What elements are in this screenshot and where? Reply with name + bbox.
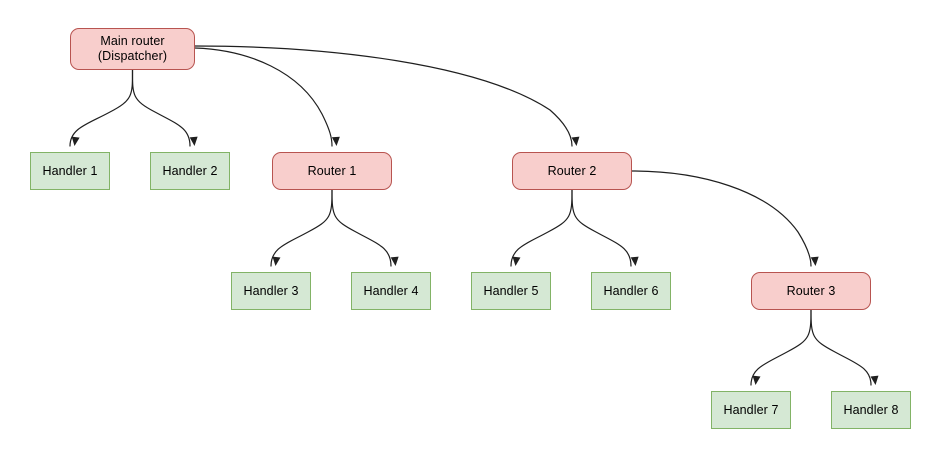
arrowhead-router-1-to-handler-4: [390, 256, 399, 266]
node-label-handler-5: Handler 5: [483, 283, 539, 298]
node-handler-7[interactable]: Handler 7: [711, 391, 791, 429]
edges-group: [69, 45, 872, 386]
arrowhead-router-1-to-handler-3: [272, 256, 281, 266]
node-handler-4[interactable]: Handler 4: [351, 272, 431, 310]
node-main-router[interactable]: Main router (Dispatcher): [70, 28, 195, 70]
edge-router-3-to-handler-7: [750, 309, 812, 386]
node-router-2[interactable]: Router 2: [512, 152, 632, 190]
node-handler-3[interactable]: Handler 3: [231, 272, 311, 310]
arrowhead-router-3-to-handler-7: [752, 375, 761, 385]
node-handler-8[interactable]: Handler 8: [831, 391, 911, 429]
node-handler-5[interactable]: Handler 5: [471, 272, 551, 310]
arrowhead-main-router-to-handler-1: [71, 136, 80, 146]
node-label-router-2: Router 2: [547, 163, 597, 178]
node-handler-2[interactable]: Handler 2: [150, 152, 230, 190]
arrowhead-router-2-to-handler-5: [512, 256, 521, 266]
edge-router-3-to-handler-8: [810, 309, 872, 386]
node-label-handler-3: Handler 3: [243, 283, 299, 298]
edge-main-router-to-handler-2: [131, 69, 191, 147]
node-label-main-router: Main router (Dispatcher): [97, 34, 168, 63]
node-label-handler-1: Handler 1: [42, 163, 98, 178]
edge-router-1-to-handler-3: [270, 189, 333, 267]
arrowhead-main-router-to-router-2: [571, 136, 580, 146]
node-label-handler-8: Handler 8: [843, 402, 899, 417]
edge-router-2-to-router-3: [631, 170, 812, 267]
node-label-handler-6: Handler 6: [603, 283, 659, 298]
node-label-router-1: Router 1: [307, 163, 357, 178]
arrowheads-group: [71, 136, 879, 385]
edge-router-2-to-handler-6: [571, 189, 632, 267]
arrowhead-router-3-to-handler-8: [870, 375, 879, 385]
edge-main-router-to-router-1: [194, 47, 333, 147]
node-handler-1[interactable]: Handler 1: [30, 152, 110, 190]
arrowhead-main-router-to-handler-2: [189, 136, 198, 146]
node-label-handler-7: Handler 7: [723, 402, 779, 417]
node-router-3[interactable]: Router 3: [751, 272, 871, 310]
node-label-handler-2: Handler 2: [162, 163, 218, 178]
edge-router-1-to-handler-4: [331, 189, 392, 267]
edge-router-2-to-handler-5: [510, 189, 573, 267]
edge-main-router-to-router-2: [194, 45, 573, 147]
arrowhead-router-2-to-router-3: [810, 256, 819, 266]
node-handler-6[interactable]: Handler 6: [591, 272, 671, 310]
node-label-router-3: Router 3: [786, 283, 836, 298]
arrowhead-router-2-to-handler-6: [630, 256, 639, 266]
node-label-handler-4: Handler 4: [363, 283, 419, 298]
arrowhead-main-router-to-router-1: [331, 136, 340, 146]
edge-main-router-to-handler-1: [69, 69, 134, 147]
node-router-1[interactable]: Router 1: [272, 152, 392, 190]
